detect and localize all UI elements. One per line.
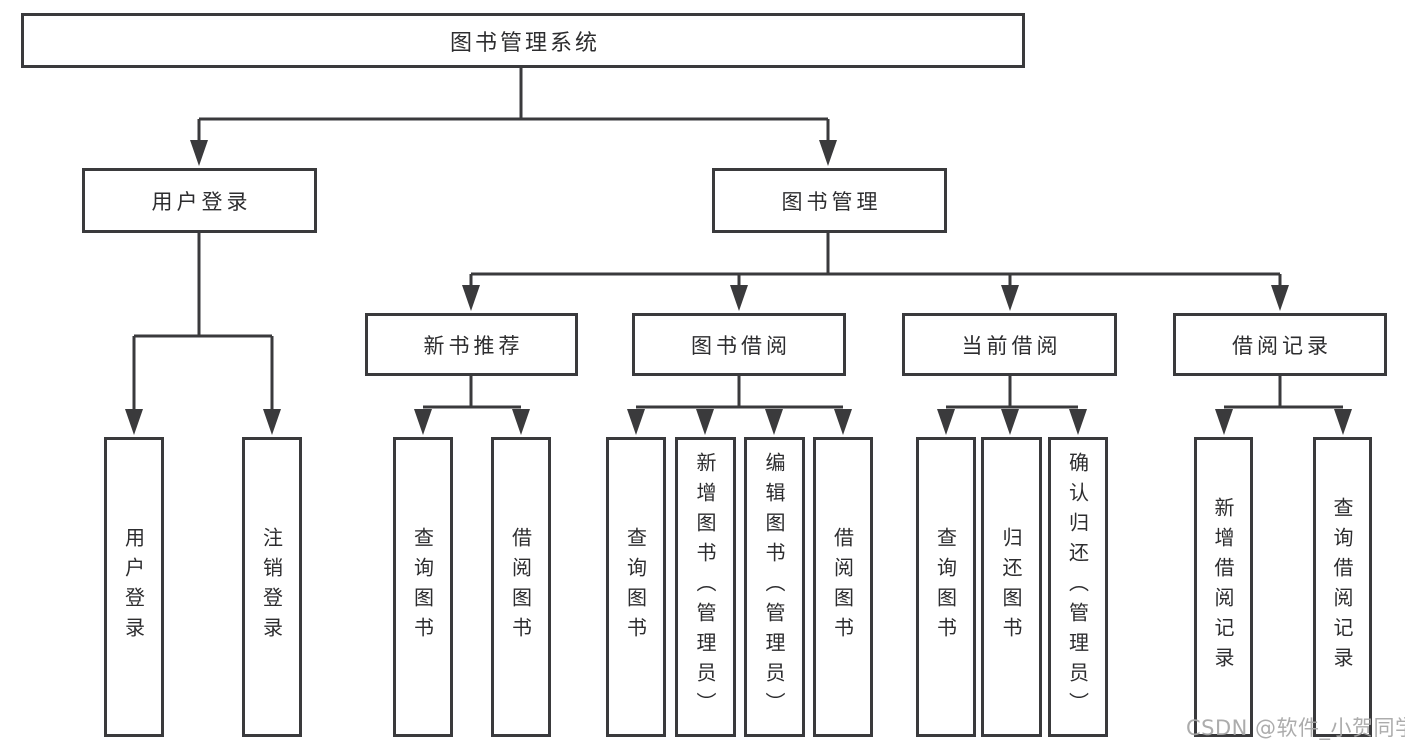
- node-leaf-return-books: 归还图书: [981, 437, 1042, 737]
- csdn-watermark: CSDN @软件_小贺同学: [1186, 716, 1405, 740]
- node-user-login: 用户登录: [82, 168, 317, 233]
- node-leaf-borrow-books-1: 借阅图书: [491, 437, 551, 737]
- node-leaf-borrow-books-2: 借阅图书: [813, 437, 873, 737]
- node-leaf-query-books-3: 查询图书: [916, 437, 976, 737]
- arrowhead: [1271, 285, 1289, 311]
- arrowhead: [125, 409, 143, 435]
- arrowhead: [1001, 409, 1019, 435]
- node-borrow-records: 借阅记录: [1173, 313, 1387, 376]
- arrowhead: [263, 409, 281, 435]
- node-leaf-add-books-admin: 新增图书（管理员）: [675, 437, 736, 737]
- arrowhead: [937, 409, 955, 435]
- connector-lines: [132, 68, 1343, 412]
- node-book-management: 图书管理: [712, 168, 947, 233]
- node-leaf-query-books-1: 查询图书: [393, 437, 453, 737]
- arrowhead: [462, 285, 480, 311]
- arrowhead: [1069, 409, 1087, 435]
- node-leaf-query-borrow-record: 查询借阅记录: [1313, 437, 1372, 737]
- arrowhead: [1334, 409, 1352, 435]
- node-leaf-user-login: 用户登录: [104, 437, 164, 737]
- arrowhead: [834, 409, 852, 435]
- arrowhead: [512, 409, 530, 435]
- arrowhead: [627, 409, 645, 435]
- arrowhead: [765, 409, 783, 435]
- arrowhead: [1001, 285, 1019, 311]
- node-new-book-recommend: 新书推荐: [365, 313, 578, 376]
- node-leaf-confirm-return-admin: 确认归还（管理员）: [1048, 437, 1108, 737]
- node-book-borrow: 图书借阅: [632, 313, 846, 376]
- arrowhead: [730, 285, 748, 311]
- node-library-management-system: 图书管理系统: [21, 13, 1025, 68]
- node-leaf-edit-books-admin: 编辑图书（管理员）: [744, 437, 805, 737]
- node-leaf-add-borrow-record: 新增借阅记录: [1194, 437, 1253, 737]
- arrowhead: [190, 140, 208, 166]
- node-leaf-logout: 注销登录: [242, 437, 302, 737]
- node-leaf-query-books-2: 查询图书: [606, 437, 666, 737]
- arrowhead: [819, 140, 837, 166]
- arrowhead: [696, 409, 714, 435]
- node-current-borrow: 当前借阅: [902, 313, 1117, 376]
- arrowheads: [125, 140, 1352, 435]
- arrowhead: [1215, 409, 1233, 435]
- arrowhead: [414, 409, 432, 435]
